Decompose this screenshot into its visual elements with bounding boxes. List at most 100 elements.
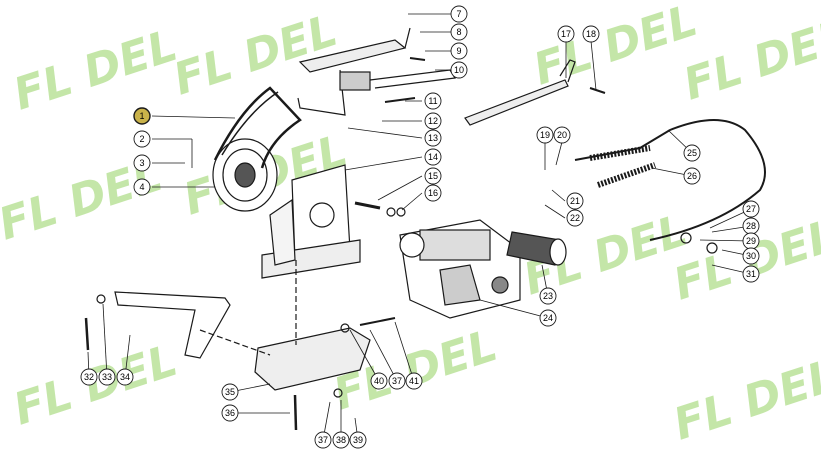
- pulley-assembly: [212, 86, 302, 212]
- callout-38[interactable]: 38: [332, 431, 350, 449]
- throttle-cable: [574, 119, 766, 241]
- callout-4[interactable]: 4: [133, 178, 151, 196]
- callout-number: 20: [557, 130, 567, 140]
- callout-37[interactable]: 37: [314, 431, 332, 449]
- callout-39[interactable]: 39: [349, 431, 367, 449]
- callout-14[interactable]: 14: [424, 148, 442, 166]
- watermark-text: FL DEL: [168, 5, 344, 105]
- callout-bubble: [557, 25, 575, 43]
- callout-bubble: [450, 61, 468, 79]
- callout-number: 18: [586, 29, 596, 39]
- callout-bubble: [133, 178, 151, 196]
- callout-number: 27: [746, 204, 756, 214]
- callout-24[interactable]: 24: [539, 309, 557, 327]
- callout-number: 3: [139, 158, 144, 168]
- callout-number: 11: [428, 96, 437, 106]
- callout-number: 12: [428, 116, 438, 126]
- callout-bubble: [405, 372, 423, 390]
- callout-32[interactable]: 32: [80, 368, 98, 386]
- callout-9[interactable]: 9: [450, 42, 468, 60]
- callout-31[interactable]: 31: [742, 265, 760, 283]
- callout-bubble: [133, 130, 151, 148]
- callout-bubble: [424, 92, 442, 110]
- callout-26[interactable]: 26: [683, 167, 701, 185]
- callout-number: 37: [392, 376, 402, 386]
- callout-bubble: [553, 126, 571, 144]
- callout-bubble: [539, 287, 557, 305]
- callout-bubble: [566, 209, 584, 227]
- callout-number: 32: [84, 372, 94, 382]
- callout-27[interactable]: 27: [742, 200, 760, 218]
- callout-number: 33: [102, 372, 112, 382]
- oil-filter: [506, 231, 567, 266]
- callout-1[interactable]: 1: [133, 107, 151, 125]
- callout-bubble: [314, 431, 332, 449]
- callout-37[interactable]: 37: [388, 372, 406, 390]
- callout-number: 36: [225, 408, 235, 418]
- callout-bubble: [98, 368, 116, 386]
- callout-number: 37: [318, 435, 328, 445]
- callout-bubble: [116, 368, 134, 386]
- callout-bubble: [388, 372, 406, 390]
- callout-bubble: [582, 25, 600, 43]
- callout-number: 7: [456, 9, 461, 19]
- callout-number: 4: [139, 182, 144, 192]
- callout-13[interactable]: 13: [424, 129, 442, 147]
- parts-drawing: [84, 27, 766, 431]
- callout-15[interactable]: 15: [424, 167, 442, 185]
- callout-18[interactable]: 18: [582, 25, 600, 43]
- callout-17[interactable]: 17: [557, 25, 575, 43]
- watermark-text: FL DEL: [8, 20, 184, 120]
- callout-3[interactable]: 3: [133, 154, 151, 172]
- callout-number: 2: [139, 134, 144, 144]
- callout-11[interactable]: 11: [424, 92, 442, 110]
- callout-29[interactable]: 29: [742, 232, 760, 250]
- callout-bubble: [450, 5, 468, 23]
- callout-20[interactable]: 20: [553, 126, 571, 144]
- callout-28[interactable]: 28: [742, 217, 760, 235]
- callout-34[interactable]: 34: [116, 368, 134, 386]
- callout-number: 31: [746, 269, 756, 279]
- callout-30[interactable]: 30: [742, 247, 760, 265]
- callout-25[interactable]: 25: [683, 144, 701, 162]
- callout-bubble: [450, 42, 468, 60]
- callout-number: 35: [225, 387, 235, 397]
- callout-8[interactable]: 8: [450, 23, 468, 41]
- hydraulic-pump: [399, 219, 521, 319]
- callout-bubble: [742, 200, 760, 218]
- callout-bubble: [539, 309, 557, 327]
- callout-bubble: [566, 192, 584, 210]
- callout-2[interactable]: 2: [133, 130, 151, 148]
- callout-number: 9: [456, 46, 461, 56]
- control-rod: [464, 59, 576, 126]
- callout-35[interactable]: 35: [221, 383, 239, 401]
- callout-21[interactable]: 21: [566, 192, 584, 210]
- callout-number: 40: [374, 376, 384, 386]
- callout-36[interactable]: 36: [221, 404, 239, 422]
- mounting-plate: [261, 164, 361, 279]
- callout-7[interactable]: 7: [450, 5, 468, 23]
- callout-33[interactable]: 33: [98, 368, 116, 386]
- callout-16[interactable]: 16: [424, 184, 442, 202]
- callout-number: 19: [540, 130, 550, 140]
- callout-bubble: [424, 167, 442, 185]
- callout-bubble: [424, 148, 442, 166]
- callout-40[interactable]: 40: [370, 372, 388, 390]
- callout-number: 22: [570, 213, 580, 223]
- callout-number: 15: [428, 171, 438, 181]
- callout-12[interactable]: 12: [424, 112, 442, 130]
- watermark-text: FL DEL: [8, 335, 184, 435]
- watermark-text: FL DEL: [668, 350, 821, 450]
- callout-number: 34: [120, 372, 130, 382]
- callout-10[interactable]: 10: [450, 61, 468, 79]
- callout-bubble: [424, 129, 442, 147]
- callout-bubble: [424, 184, 442, 202]
- callout-number: 10: [454, 65, 464, 75]
- callout-bubble: [80, 368, 98, 386]
- callout-bubble: [221, 404, 239, 422]
- callout-22[interactable]: 22: [566, 209, 584, 227]
- callout-19[interactable]: 19: [536, 126, 554, 144]
- callout-23[interactable]: 23: [539, 287, 557, 305]
- callout-41[interactable]: 41: [405, 372, 423, 390]
